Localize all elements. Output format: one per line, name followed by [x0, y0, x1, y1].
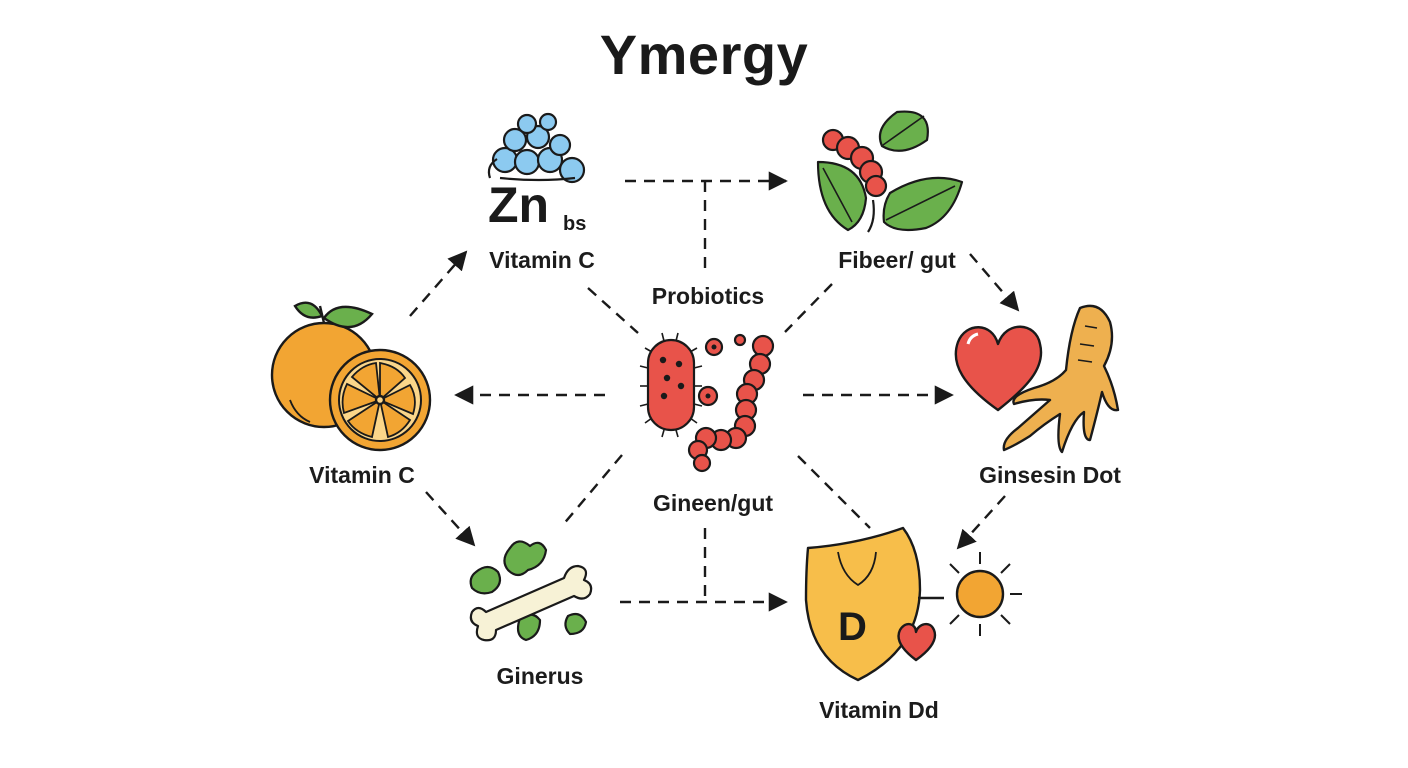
line-center-to-bone: [561, 454, 623, 527]
label-vitamin-d: Vitamin Dd: [819, 697, 939, 723]
vitamin-d-badge: D: [838, 605, 867, 649]
arrow-orange-to-zinc: [409, 250, 468, 317]
leaf-berry-icon: [816, 110, 964, 233]
zinc-symbol: Zn: [488, 177, 549, 233]
line-zinc-to-center: [587, 287, 639, 334]
label-orange: Vitamin C: [309, 462, 415, 488]
label-fiber: Fibeer/ gut: [838, 247, 956, 273]
label-gut: Gineen/gut: [652, 490, 774, 516]
arrow-ginseng-to-vitamin-d: [956, 495, 1006, 550]
orange-icon: [270, 301, 432, 452]
line-center-to-vitamin-d: [797, 455, 871, 529]
label-probiotics: Probiotics: [651, 283, 765, 309]
line-fiber-to-center: [784, 283, 833, 333]
bone-herb-icon: [469, 540, 593, 642]
heart-ginseng-icon: [954, 304, 1120, 454]
diagram-title: Ymergy: [599, 23, 809, 86]
label-ginseng: Ginsesin Dot: [979, 462, 1121, 488]
label-zinc: Vitamin C: [489, 247, 595, 273]
connectors: [409, 171, 1020, 612]
zinc-subscript: bs: [563, 213, 586, 235]
arrow-orange-to-bone: [425, 491, 476, 547]
label-bone: Ginerus: [496, 663, 584, 689]
shield-sun-icon: D: [804, 526, 1022, 682]
gut-bacteria-icon: [639, 332, 775, 473]
arrow-fiber-to-ginseng: [969, 253, 1020, 312]
zinc-bubbles-icon: [487, 112, 586, 184]
